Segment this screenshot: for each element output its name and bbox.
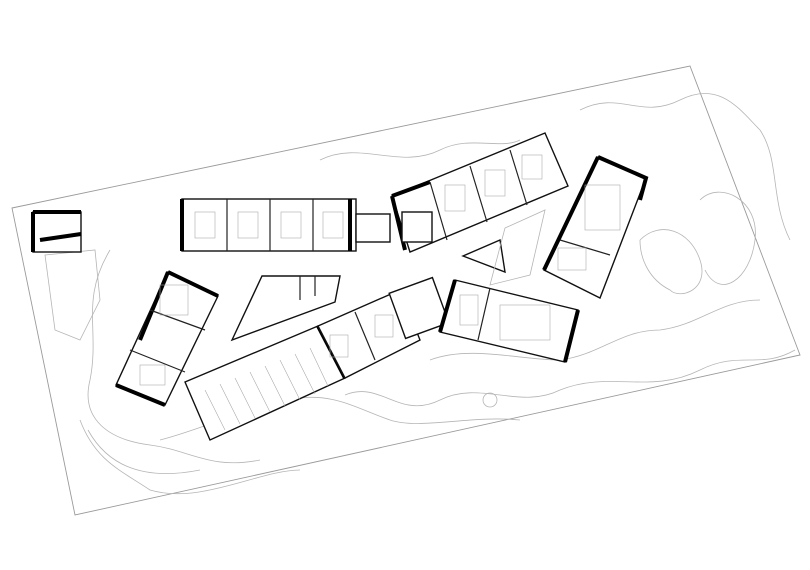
north-wing [180, 198, 357, 252]
atrium-void [230, 275, 341, 342]
courtyard-void [461, 238, 506, 274]
outbuilding [31, 210, 82, 253]
south-wing [184, 325, 347, 441]
southeast-wing [438, 279, 580, 363]
site-boundary [11, 65, 801, 516]
courtyard-outline [489, 209, 546, 286]
west-block [115, 270, 219, 407]
landscape-contours [44, 93, 796, 495]
south-central-rooms [317, 276, 450, 379]
northeast-wing [390, 132, 569, 253]
east-block [542, 155, 649, 299]
bridge [355, 213, 391, 243]
